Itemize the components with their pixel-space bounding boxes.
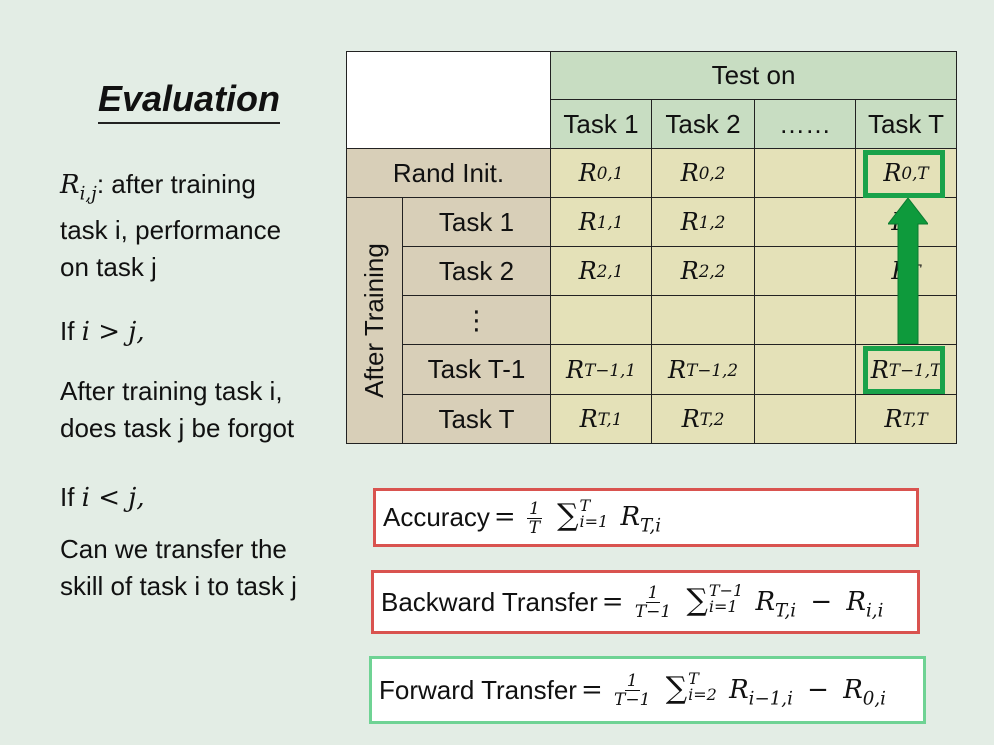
test-on-header: Test on xyxy=(551,52,957,100)
row-header-task-2: Task 2 xyxy=(403,247,551,296)
after-training-label: After Training xyxy=(347,198,403,444)
table-corner xyxy=(347,52,551,149)
row-header-task-t-1: Task T-1 xyxy=(403,345,551,395)
table-cell xyxy=(755,395,856,444)
case-transfer-condition: If i < j, xyxy=(60,482,145,513)
table-cell xyxy=(755,149,856,198)
case-forgetting-description: After training task i, does task j be fo… xyxy=(60,376,295,443)
row-header-task-1: Task 1 xyxy=(403,198,551,247)
table-cell xyxy=(755,296,856,345)
up-arrow-icon xyxy=(888,198,928,344)
case-forgetting-condition: If i > j, xyxy=(60,316,145,347)
case-transfer-description: Can we transfer the skill of task i to t… xyxy=(60,534,297,601)
definition-line-1: Ri,j: after training xyxy=(60,169,256,205)
definition-text: Ri,j: after training task i, performance… xyxy=(60,166,281,286)
table-cell xyxy=(755,247,856,296)
definition-line-2: task i, performance xyxy=(60,215,282,246)
row-header-vdots: ⋮ xyxy=(403,296,551,345)
column-header-task-1: Task 1 xyxy=(551,100,652,149)
r-ij-symbol: Ri,j xyxy=(60,170,97,205)
evaluation-table: Test on Task 1 Task 2 …… Task T Rand Ini… xyxy=(346,51,957,444)
definition-line-3: on task j xyxy=(60,252,157,283)
column-header-task-2: Task 2 xyxy=(652,100,755,149)
highlight-r-0-t xyxy=(863,150,945,198)
rand-init-label: Rand Init. xyxy=(347,149,551,198)
table-cell xyxy=(755,345,856,395)
slide-title: Evaluation xyxy=(98,78,281,124)
column-header-task-t: Task T xyxy=(856,100,957,149)
column-header-ellipsis: …… xyxy=(755,100,856,149)
row-header-task-t: Task T xyxy=(403,395,551,444)
table-cell xyxy=(551,296,652,345)
table-cell xyxy=(652,296,755,345)
highlight-r-t-1-t xyxy=(863,346,945,394)
table-cell xyxy=(755,198,856,247)
